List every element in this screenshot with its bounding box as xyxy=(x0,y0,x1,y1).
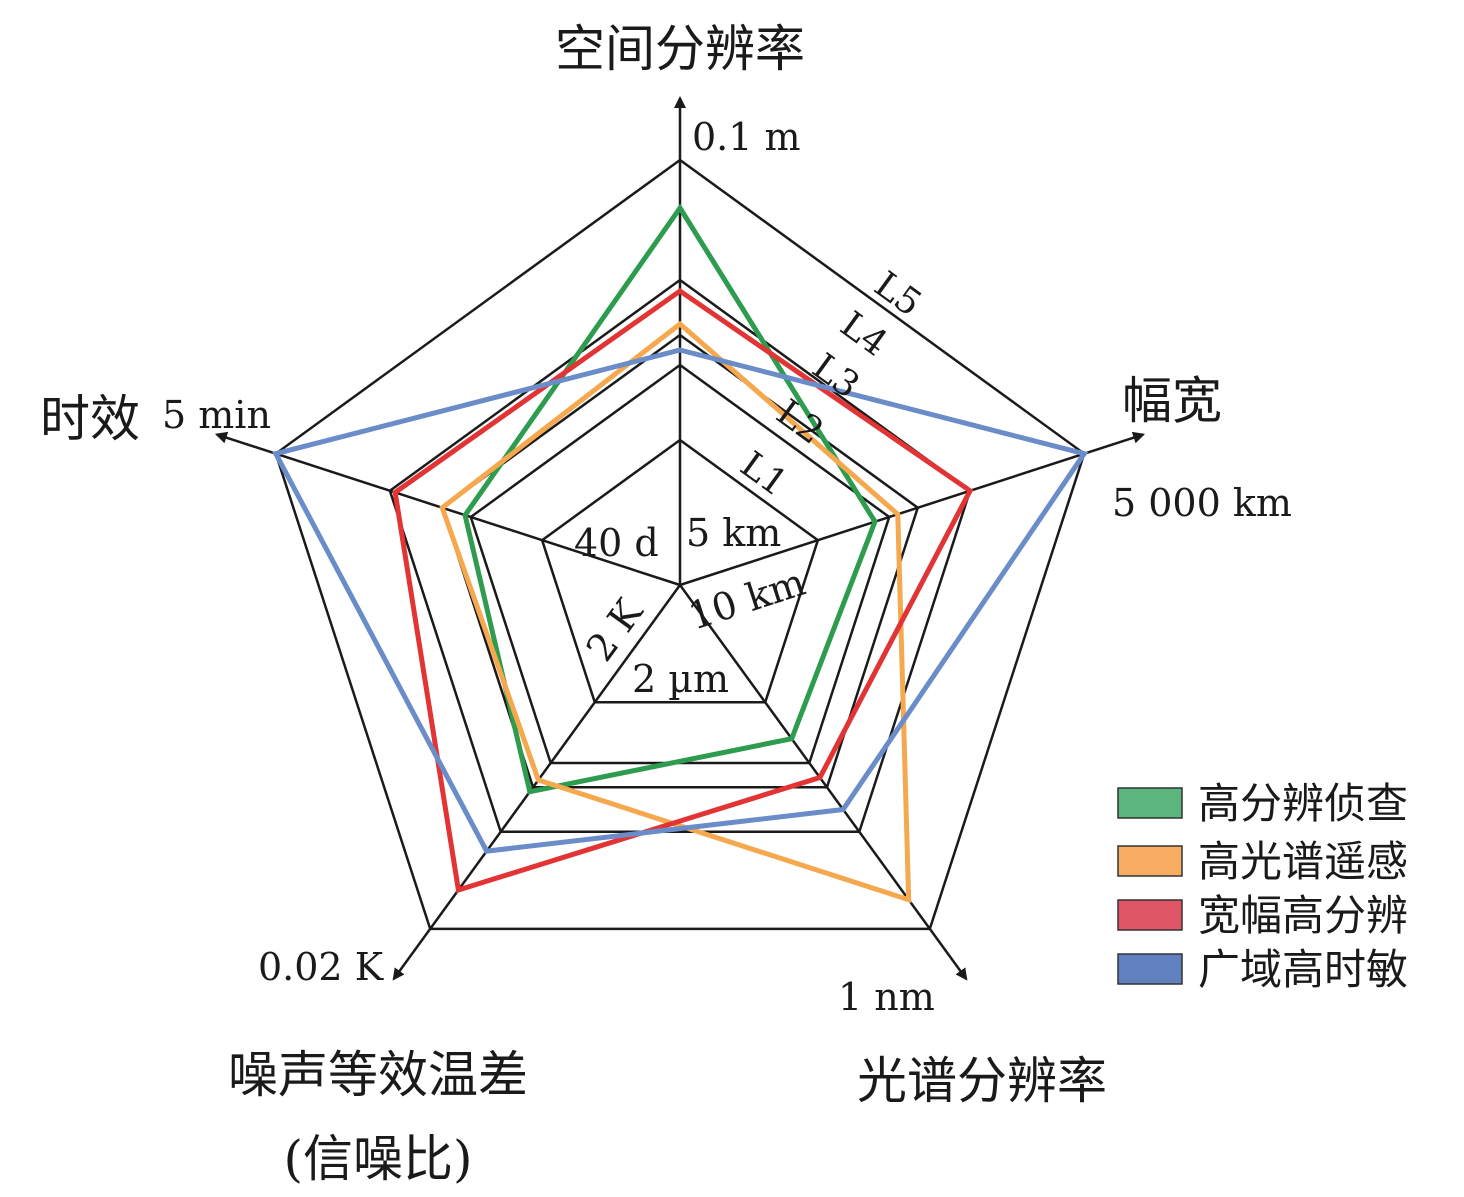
legend: 高分辨侦查 高光谱遥感 宽幅高分辨 广域高时敏 xyxy=(1117,779,1408,994)
inner-tick-spectral: 2 µm xyxy=(632,657,729,701)
series-polygons xyxy=(272,203,1089,904)
legend-swatch-hyperspectral xyxy=(1117,845,1183,877)
legend-swatch-high-res-recon xyxy=(1117,787,1183,819)
outer-tick-spectral: 1 nm xyxy=(838,975,935,1019)
axis-spoke-2 xyxy=(678,584,968,981)
axis-spoke-1 xyxy=(679,431,1146,587)
inner-tick-timeliness: 40 d xyxy=(574,521,659,565)
axes xyxy=(214,96,1146,981)
axis-title-netd-line2: (信噪比) xyxy=(283,1130,472,1188)
axis-labels: 空间分辨率 幅宽 光谱分辨率 噪声等效温差 (信噪比) 时效 0.1 m 5 0… xyxy=(40,20,1292,1188)
outer-tick-netd: 0.02 K xyxy=(258,945,384,989)
grid-ring-l1 xyxy=(540,438,820,704)
legend-label-wide-high-res: 宽幅高分辨 xyxy=(1198,891,1408,940)
level-label-l1: L1 xyxy=(733,444,795,505)
inner-tick-swath: 10 km xyxy=(683,560,810,639)
axis-title-spatial-resolution: 空间分辨率 xyxy=(555,20,805,78)
axis-title-spectral-resolution: 光谱分辨率 xyxy=(857,1052,1107,1110)
series-polygon-3 xyxy=(272,347,1089,854)
series-polygon-1 xyxy=(439,320,912,904)
axis-title-swath: 幅宽 xyxy=(1122,372,1222,430)
inner-tick-spatial: 5 km xyxy=(686,511,781,555)
level-label-l2: L2 xyxy=(769,392,831,453)
legend-label-hyperspectral: 高光谱遥感 xyxy=(1198,837,1408,886)
outer-tick-spatial: 0.1 m xyxy=(692,115,801,159)
axis-title-timeliness: 时效 xyxy=(40,390,140,448)
grid-ring-l5 xyxy=(274,158,1086,931)
axis-title-netd: 噪声等效温差 xyxy=(228,1046,528,1104)
axis-spoke-4 xyxy=(214,431,681,587)
legend-label-high-res-recon: 高分辨侦查 xyxy=(1198,779,1408,828)
legend-swatch-wide-area-time-sensitive xyxy=(1117,953,1183,985)
legend-label-wide-area-time-sensitive: 广域高时敏 xyxy=(1198,945,1408,994)
level-label-l5: L5 xyxy=(867,264,929,325)
legend-swatch-wide-high-res xyxy=(1117,899,1183,931)
outer-tick-timeliness: 5 min xyxy=(162,393,271,437)
outer-tick-swath: 5 000 km xyxy=(1112,481,1292,525)
